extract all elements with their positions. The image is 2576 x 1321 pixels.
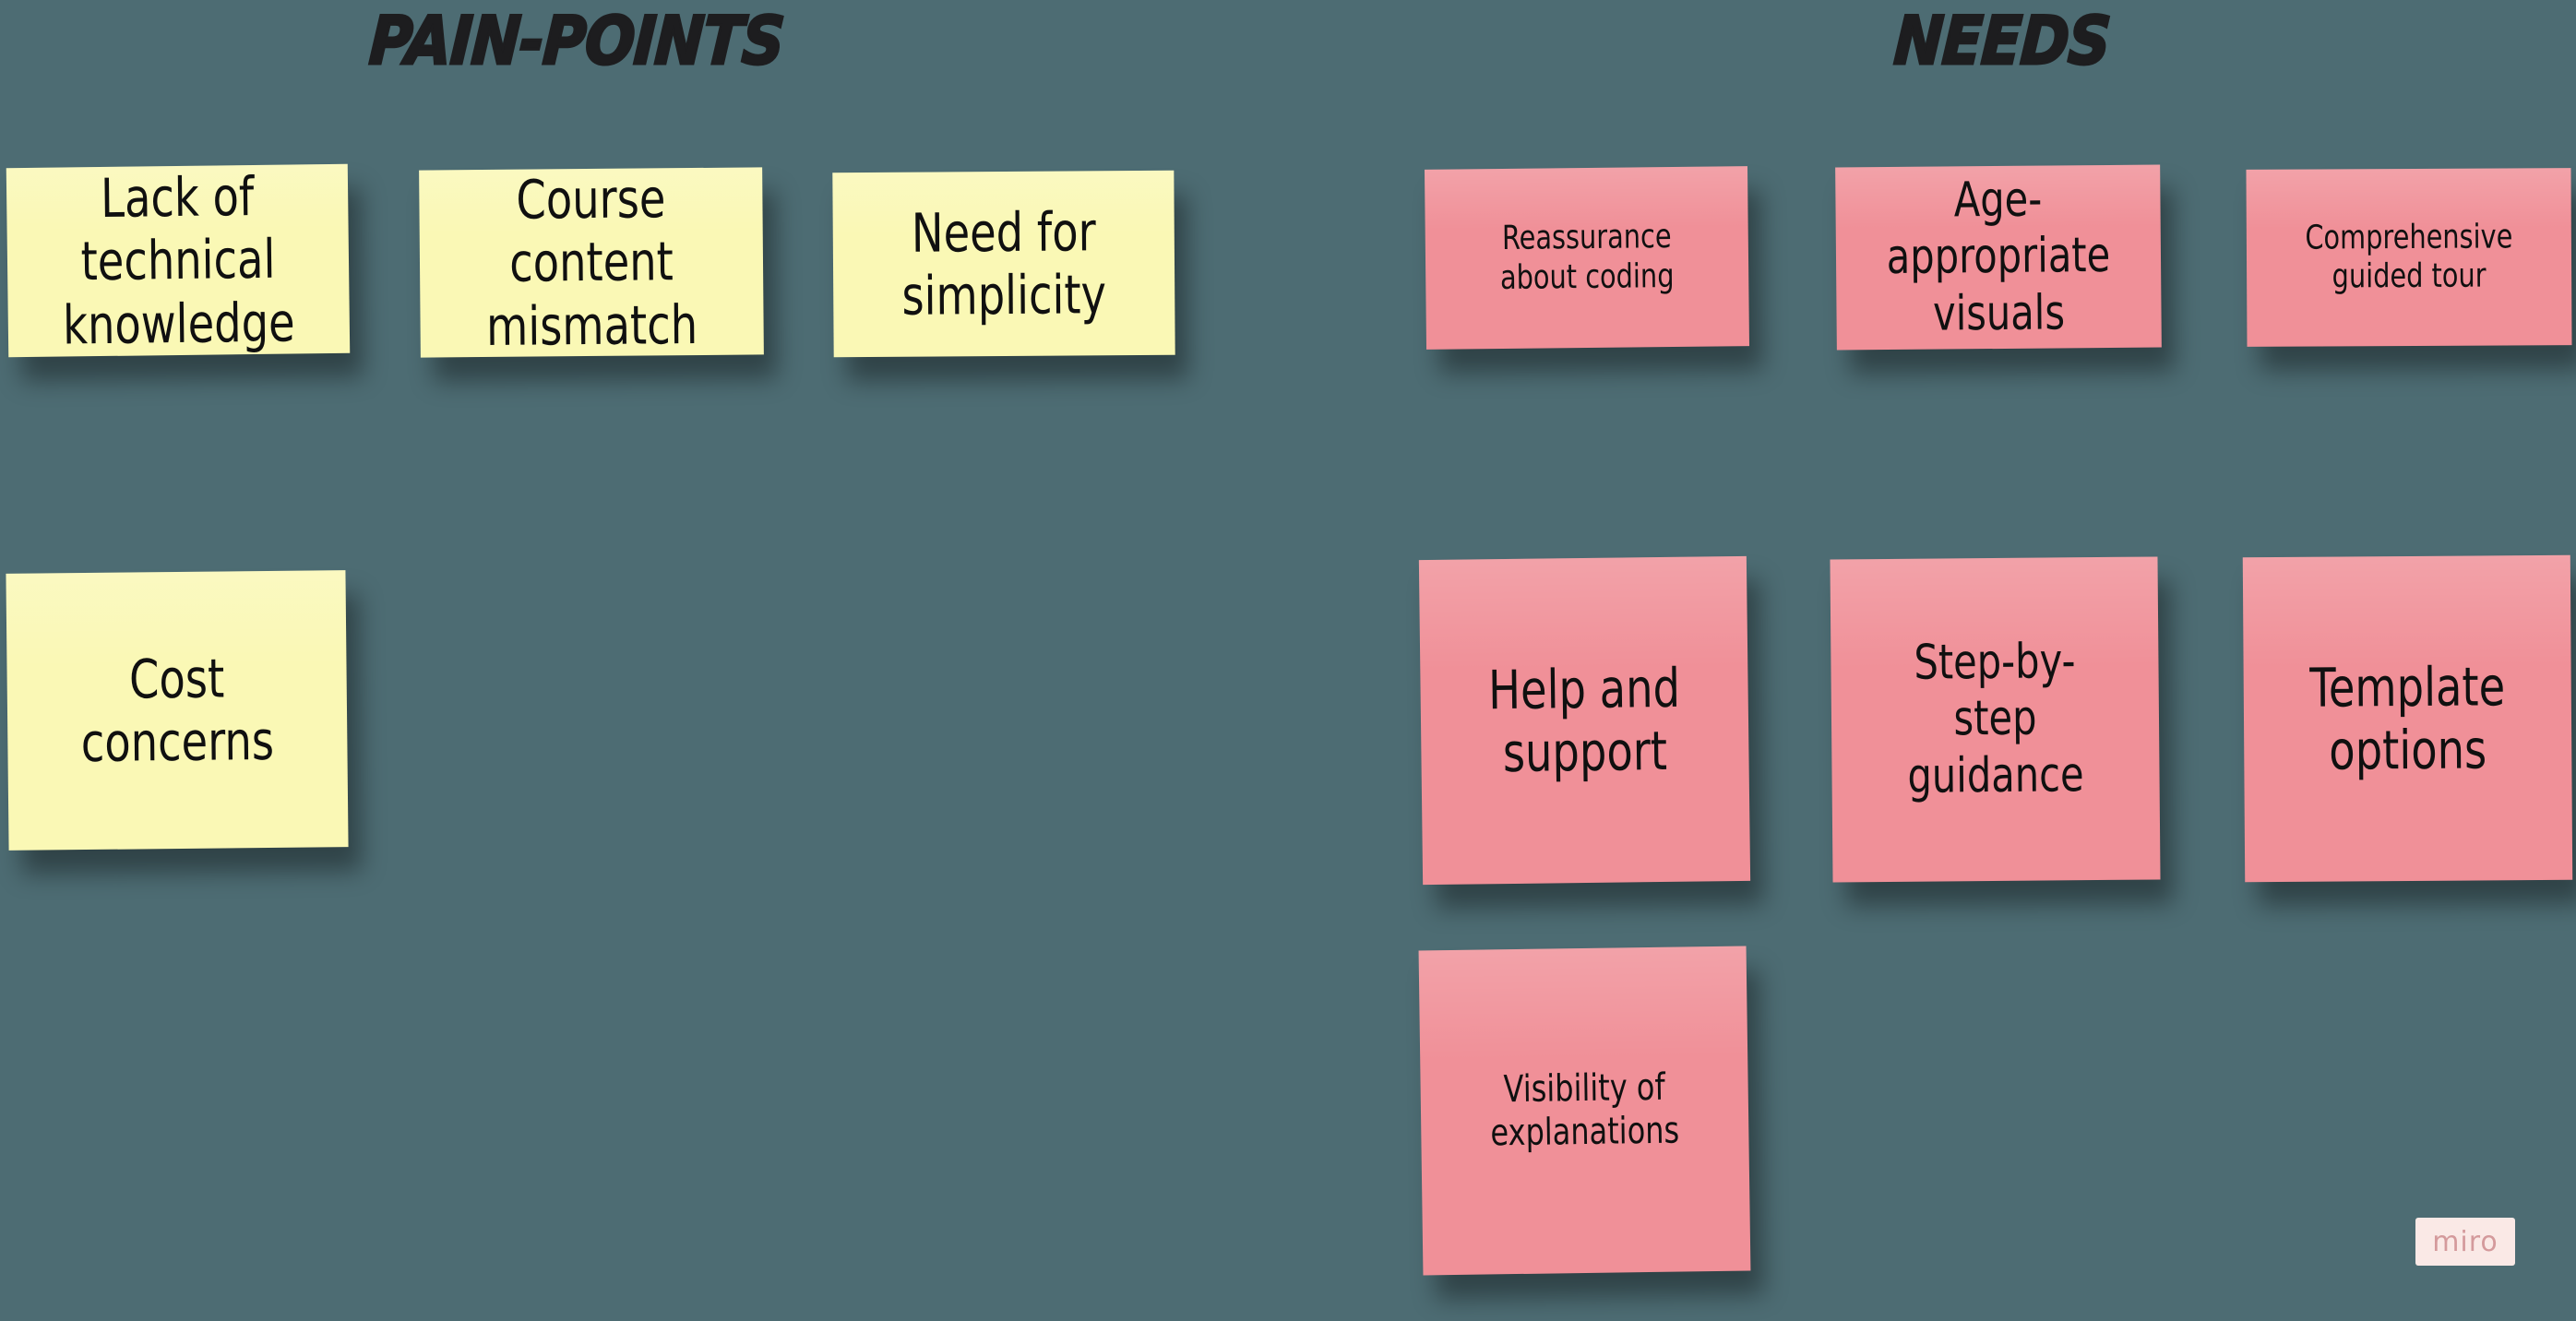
sticky-note-reassurance-about-coding[interactable]: Reassurance about coding	[1424, 166, 1750, 350]
sticky-note-need-for-simplicity[interactable]: Need for simplicity	[832, 170, 1175, 358]
section-title-pain-points: PAIN-POINTS	[366, 1, 788, 81]
sticky-note-text: Age-appropriate visuals	[1886, 172, 2111, 342]
sticky-note-text: Course content mismatch	[485, 167, 698, 358]
sticky-note-visibility-of-explanations[interactable]: Visibility of explanations	[1418, 946, 1751, 1276]
sticky-note-step-by-step-guidance[interactable]: Step-by-step guidance	[1830, 556, 2161, 883]
sticky-note-course-content-mismatch[interactable]: Course content mismatch	[419, 167, 764, 358]
sticky-note-age-appropriate-visuals[interactable]: Age-appropriate visuals	[1835, 164, 2162, 351]
sticky-note-lack-of-technical-knowledge[interactable]: Lack of technical knowledge	[6, 163, 351, 358]
miro-watermark: miro	[2415, 1218, 2515, 1266]
sticky-note-text: Comprehensive guided tour	[2305, 217, 2513, 296]
sticky-note-text: Need for simplicity	[901, 199, 1107, 327]
sticky-note-help-and-support[interactable]: Help and support	[1418, 555, 1751, 886]
section-title-needs: NEEDS	[1890, 1, 2113, 81]
sticky-note-text: Lack of technical knowledge	[62, 164, 295, 357]
sticky-note-cost-concerns[interactable]: Cost concerns	[6, 570, 349, 851]
sticky-note-text: Reassurance about coding	[1499, 218, 1675, 297]
sticky-note-text: Template options	[2309, 654, 2506, 782]
sticky-note-text: Cost concerns	[80, 647, 275, 775]
sticky-note-text: Visibility of explanations	[1490, 1065, 1680, 1155]
sticky-note-text: Step-by-step guidance	[1907, 634, 2084, 804]
sticky-note-comprehensive-guided-tour[interactable]: Comprehensive guided tour	[2246, 168, 2572, 347]
sticky-note-template-options[interactable]: Template options	[2242, 554, 2573, 883]
sticky-note-text: Help and support	[1487, 656, 1681, 785]
